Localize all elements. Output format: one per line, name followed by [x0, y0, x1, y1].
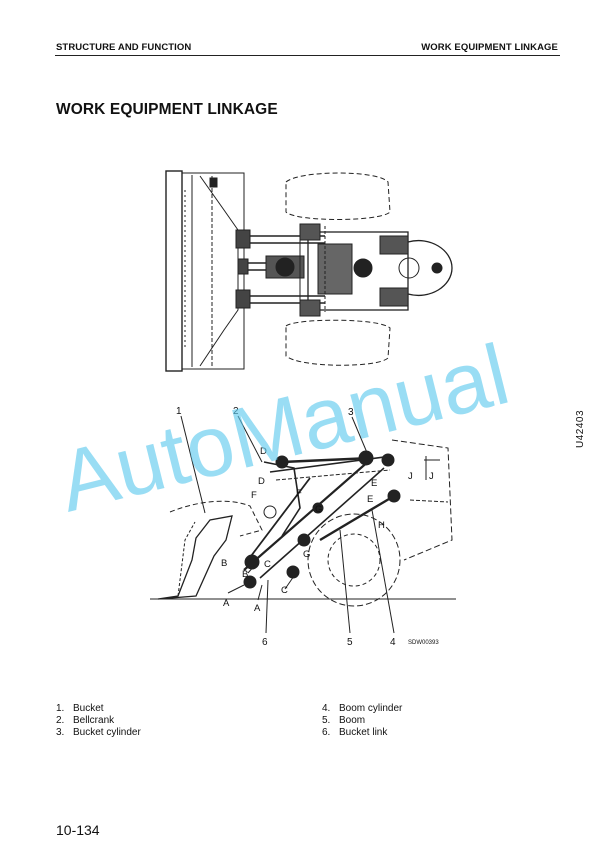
label-f-2: F — [296, 488, 302, 499]
page-number: 10-134 — [56, 822, 100, 838]
figure-callouts: 1 2 3 4 5 6 — [176, 406, 396, 648]
header-rule — [55, 55, 560, 56]
side-document-code: U42403 — [575, 409, 586, 448]
legend-item: 1.Bucket — [56, 703, 104, 714]
label-a-1: A — [223, 598, 230, 609]
label-a-2: A — [254, 603, 261, 614]
label-g-1: G — [315, 504, 322, 515]
legend-left: 1.Bucket 2.Bellcrank 3.Bucket cylinder — [56, 703, 141, 739]
callout-4: 4 — [390, 637, 396, 648]
callout-3: 3 — [348, 407, 354, 418]
page-title: WORK EQUIPMENT LINKAGE — [56, 101, 278, 118]
label-j-1: J — [408, 471, 413, 482]
label-d-1: D — [260, 446, 267, 457]
label-b-2: B — [242, 569, 248, 580]
legend-item: 3.Bucket cylinder — [56, 727, 141, 738]
legend-item: 4.Boom cylinder — [322, 703, 403, 714]
label-h: H — [378, 520, 385, 531]
header-section-title: STRUCTURE AND FUNCTION — [56, 42, 192, 53]
callout-2: 2 — [233, 406, 239, 417]
label-g-2: G — [303, 549, 310, 560]
callout-5: 5 — [347, 637, 353, 648]
legend-item: 5.Boom — [322, 715, 366, 726]
label-e-2: E — [367, 494, 373, 505]
legend-item: 2.Bellcrank — [56, 715, 115, 726]
label-j-2: J — [429, 471, 434, 482]
legend-item: 6.Bucket link — [322, 727, 388, 738]
label-f-1: F — [251, 490, 257, 501]
section-labels: A A B B C C D D E E F F G G H J J SDW003… — [221, 446, 439, 646]
callout-6: 6 — [262, 637, 268, 648]
header-page-topic: WORK EQUIPMENT LINKAGE — [421, 42, 558, 53]
callout-1: 1 — [176, 406, 182, 417]
label-e-1: E — [371, 478, 377, 489]
label-c-2: C — [281, 585, 288, 596]
label-c-1: C — [264, 559, 271, 570]
side-view-drawing — [150, 415, 456, 634]
drawing-code: SDW00393 — [408, 640, 439, 646]
label-b-1: B — [221, 558, 227, 569]
legend-right: 4.Boom cylinder 5.Boom 6.Bucket link — [322, 703, 402, 739]
top-view-drawing — [165, 170, 453, 372]
label-d-2: D — [258, 476, 265, 487]
